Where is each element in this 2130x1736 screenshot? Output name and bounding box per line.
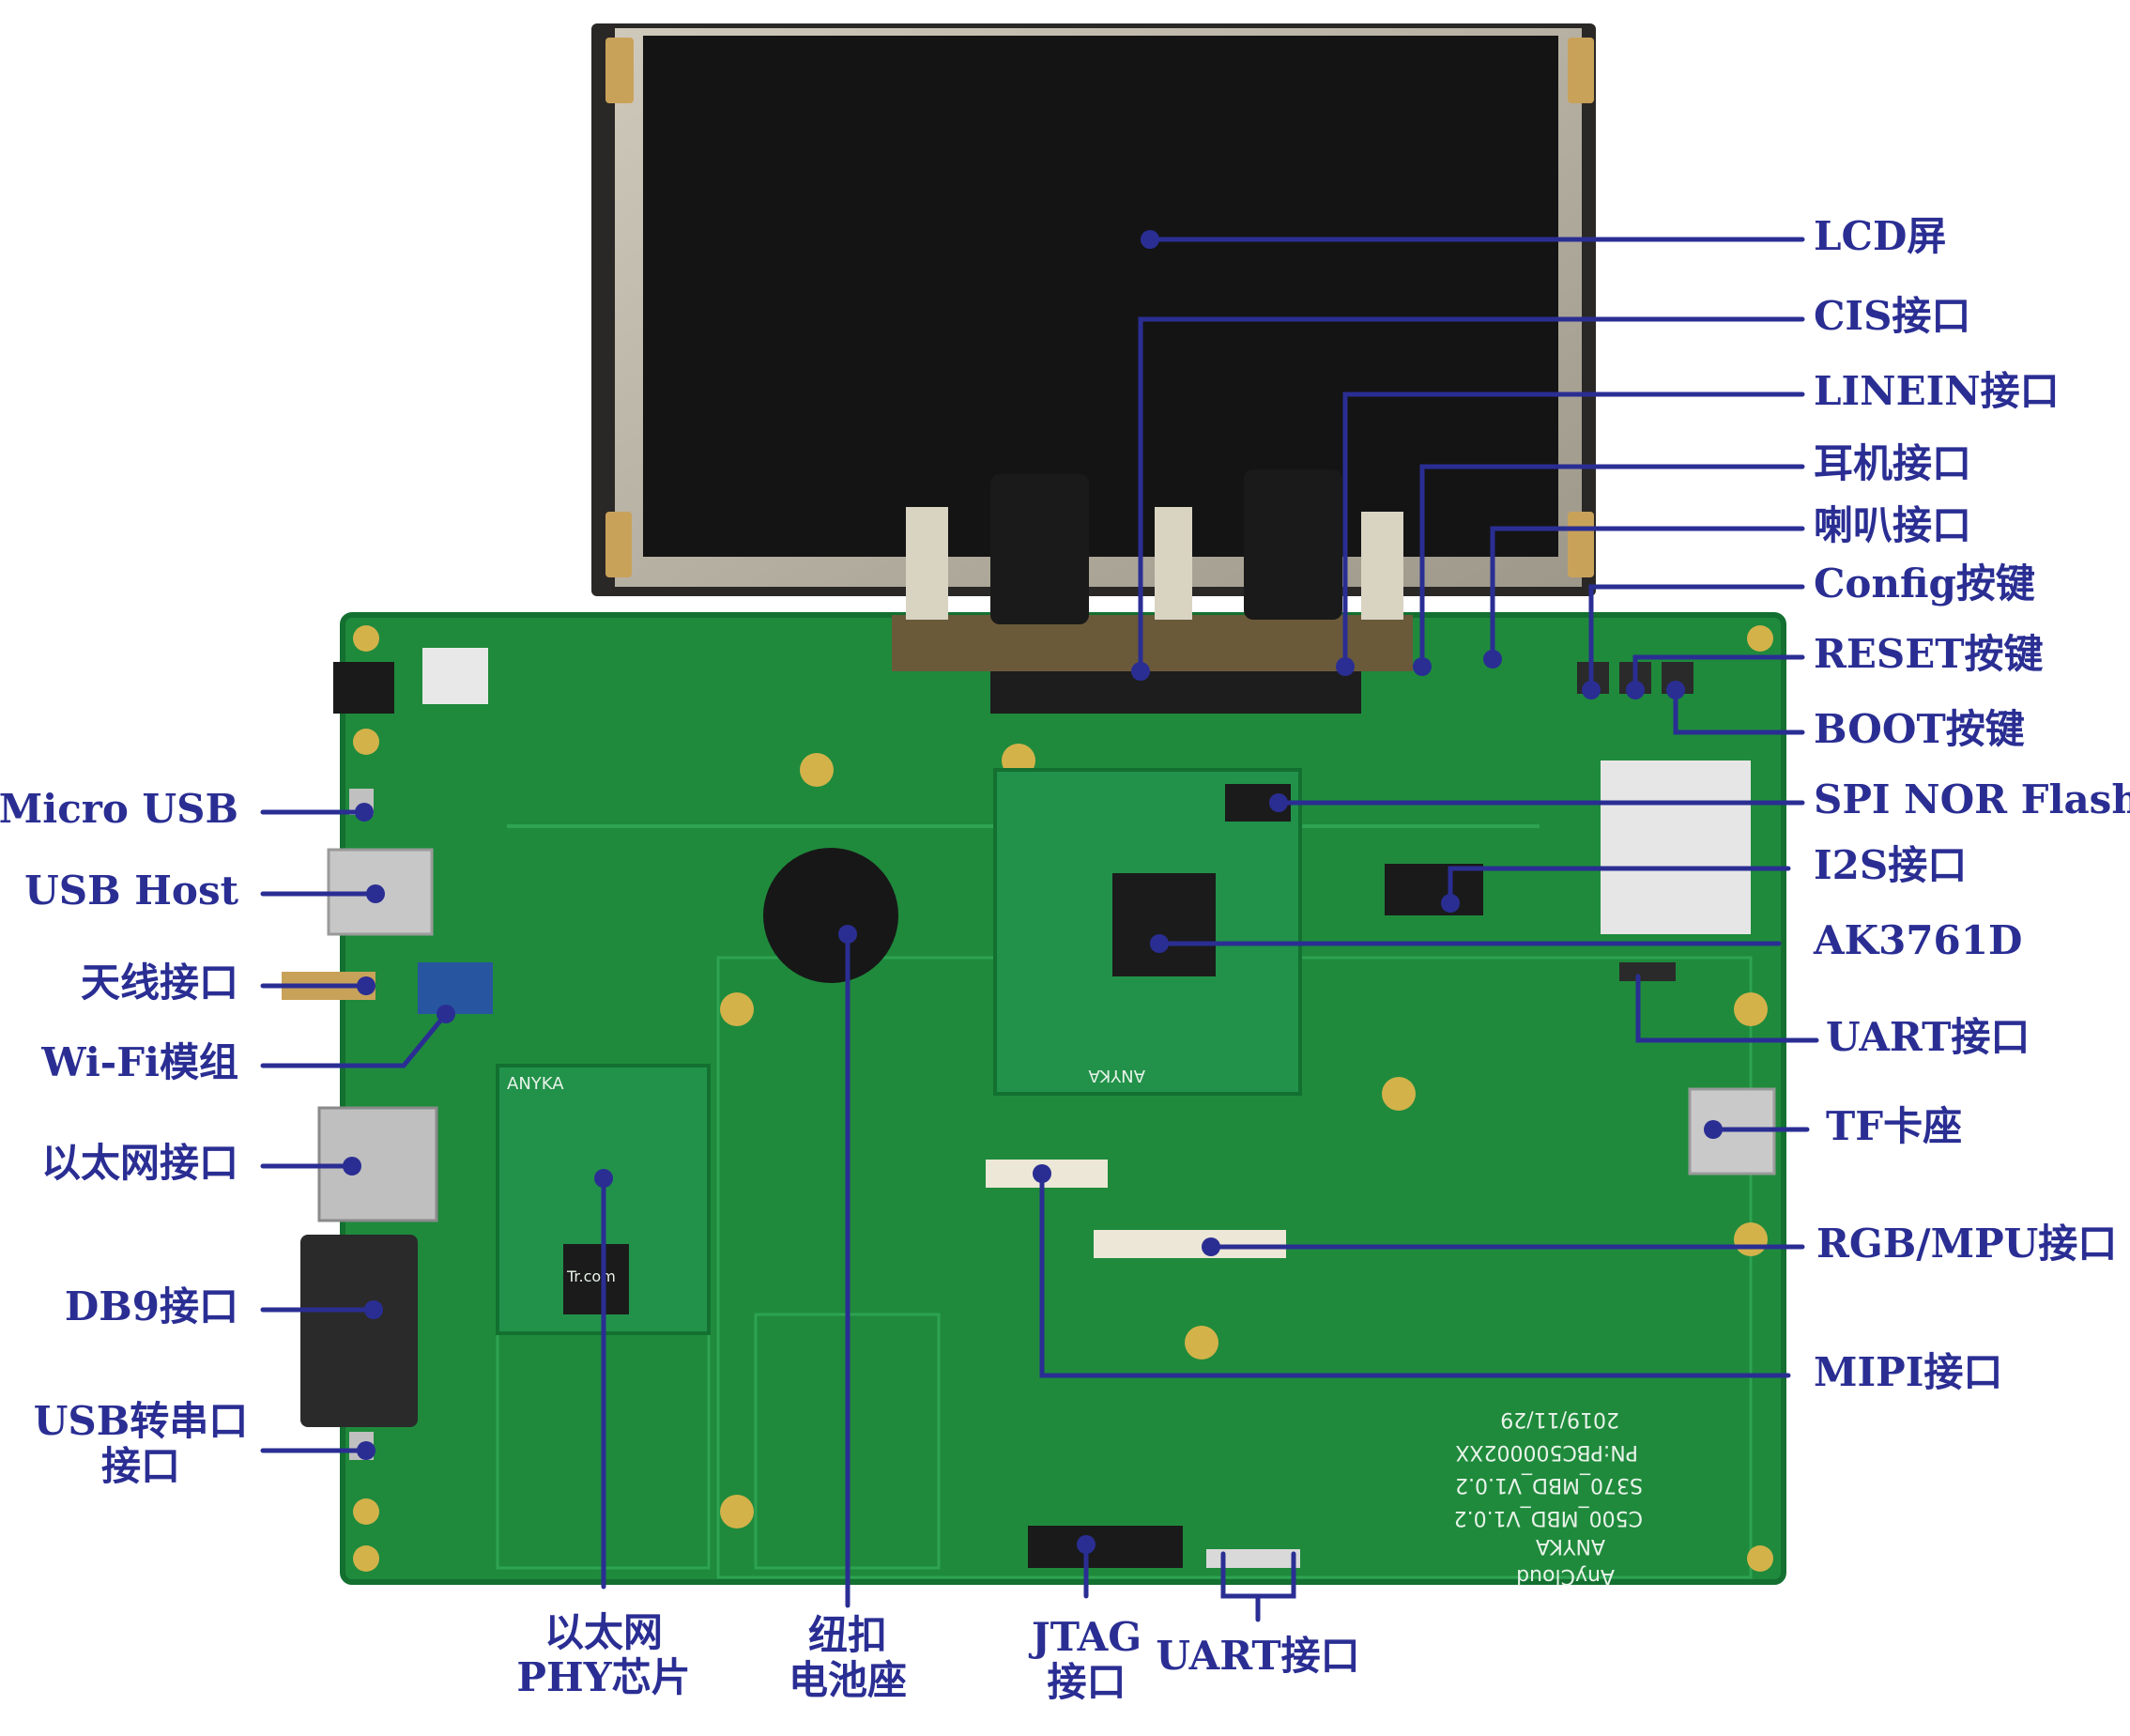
label-uart-bottom: UART接口 xyxy=(1156,1633,1360,1679)
label-rgb: RGB/MPU接口 xyxy=(1816,1221,2118,1267)
lcd-panel xyxy=(591,23,1596,596)
label-headphone: 耳机接口 xyxy=(1814,440,1972,486)
core-brand: ANYKA xyxy=(1088,1066,1145,1085)
board-cloud: AnyCloud xyxy=(1516,1564,1615,1588)
battery-holder xyxy=(763,848,898,983)
label-usb-serial-line1: USB转串口 xyxy=(33,1398,249,1444)
phy-brand: ANYKA xyxy=(507,1074,564,1094)
label-spi: SPI NOR Flash xyxy=(1814,776,2130,822)
label-usb-host: USB Host xyxy=(24,868,238,914)
label-db9: DB9接口 xyxy=(64,1283,238,1329)
board-brand-bottom: ANYKA xyxy=(1536,1534,1605,1558)
label-usb-serial: USB转串口 接口 xyxy=(28,1398,253,1490)
label-ak3761d: AK3761D xyxy=(1814,917,2023,963)
callout-lines xyxy=(260,237,1819,1622)
label-usb-serial-line2: 接口 xyxy=(100,1443,180,1490)
label-linein: LINEIN接口 xyxy=(1814,368,2060,414)
board-pn: PN:PBC500002XX xyxy=(1455,1440,1638,1464)
label-cis: CIS接口 xyxy=(1814,293,1971,339)
pcb-board: ANYKA Tr.com ANYKA xyxy=(282,469,1786,1588)
label-config: Config按键 xyxy=(1814,561,2035,607)
label-jtag: JTAG 接口 xyxy=(976,1614,1197,1706)
label-micro-usb: Micro USB xyxy=(0,786,238,832)
label-uart-right: UART接口 xyxy=(1826,1014,2030,1060)
ak3761d-chip xyxy=(1112,873,1216,976)
label-phy-line1: 以太网 xyxy=(544,1609,663,1655)
board-date: 2019/11/29 xyxy=(1500,1407,1619,1431)
label-speaker: 喇叭接口 xyxy=(1814,502,1972,548)
label-lcd: LCD屏 xyxy=(1814,213,1947,259)
label-phy-line2: PHY芯片 xyxy=(516,1654,691,1701)
label-reset: RESET按键 xyxy=(1814,631,2044,677)
label-battery-line2: 电池座 xyxy=(788,1657,907,1704)
label-boot: BOOT按键 xyxy=(1814,706,2025,752)
board-rev1: S370_MBD_V1.0.2 xyxy=(1455,1473,1643,1497)
lcd-screen xyxy=(643,36,1558,557)
label-mipi: MIPI接口 xyxy=(1814,1349,2003,1395)
label-antenna: 天线接口 xyxy=(80,960,238,1006)
label-tf: TF卡座 xyxy=(1826,1103,1963,1149)
phy-chip-text: Tr.com xyxy=(566,1267,616,1285)
label-wifi: Wi-Fi模组 xyxy=(41,1039,238,1085)
label-ethernet: 以太网接口 xyxy=(40,1140,238,1186)
label-battery: 纽扣 电池座 xyxy=(735,1612,960,1704)
board-rev2: C500_MBD_V1.0.2 xyxy=(1454,1506,1643,1529)
label-i2s: I2S接口 xyxy=(1814,842,1968,888)
label-jtag-line2: 接口 xyxy=(1047,1659,1126,1706)
label-phy: 以太网 PHY芯片 xyxy=(491,1609,716,1701)
label-jtag-line1: JTAG xyxy=(1031,1614,1142,1660)
callout-dots xyxy=(343,230,1723,1554)
label-battery-line1: 纽扣 xyxy=(807,1612,887,1658)
